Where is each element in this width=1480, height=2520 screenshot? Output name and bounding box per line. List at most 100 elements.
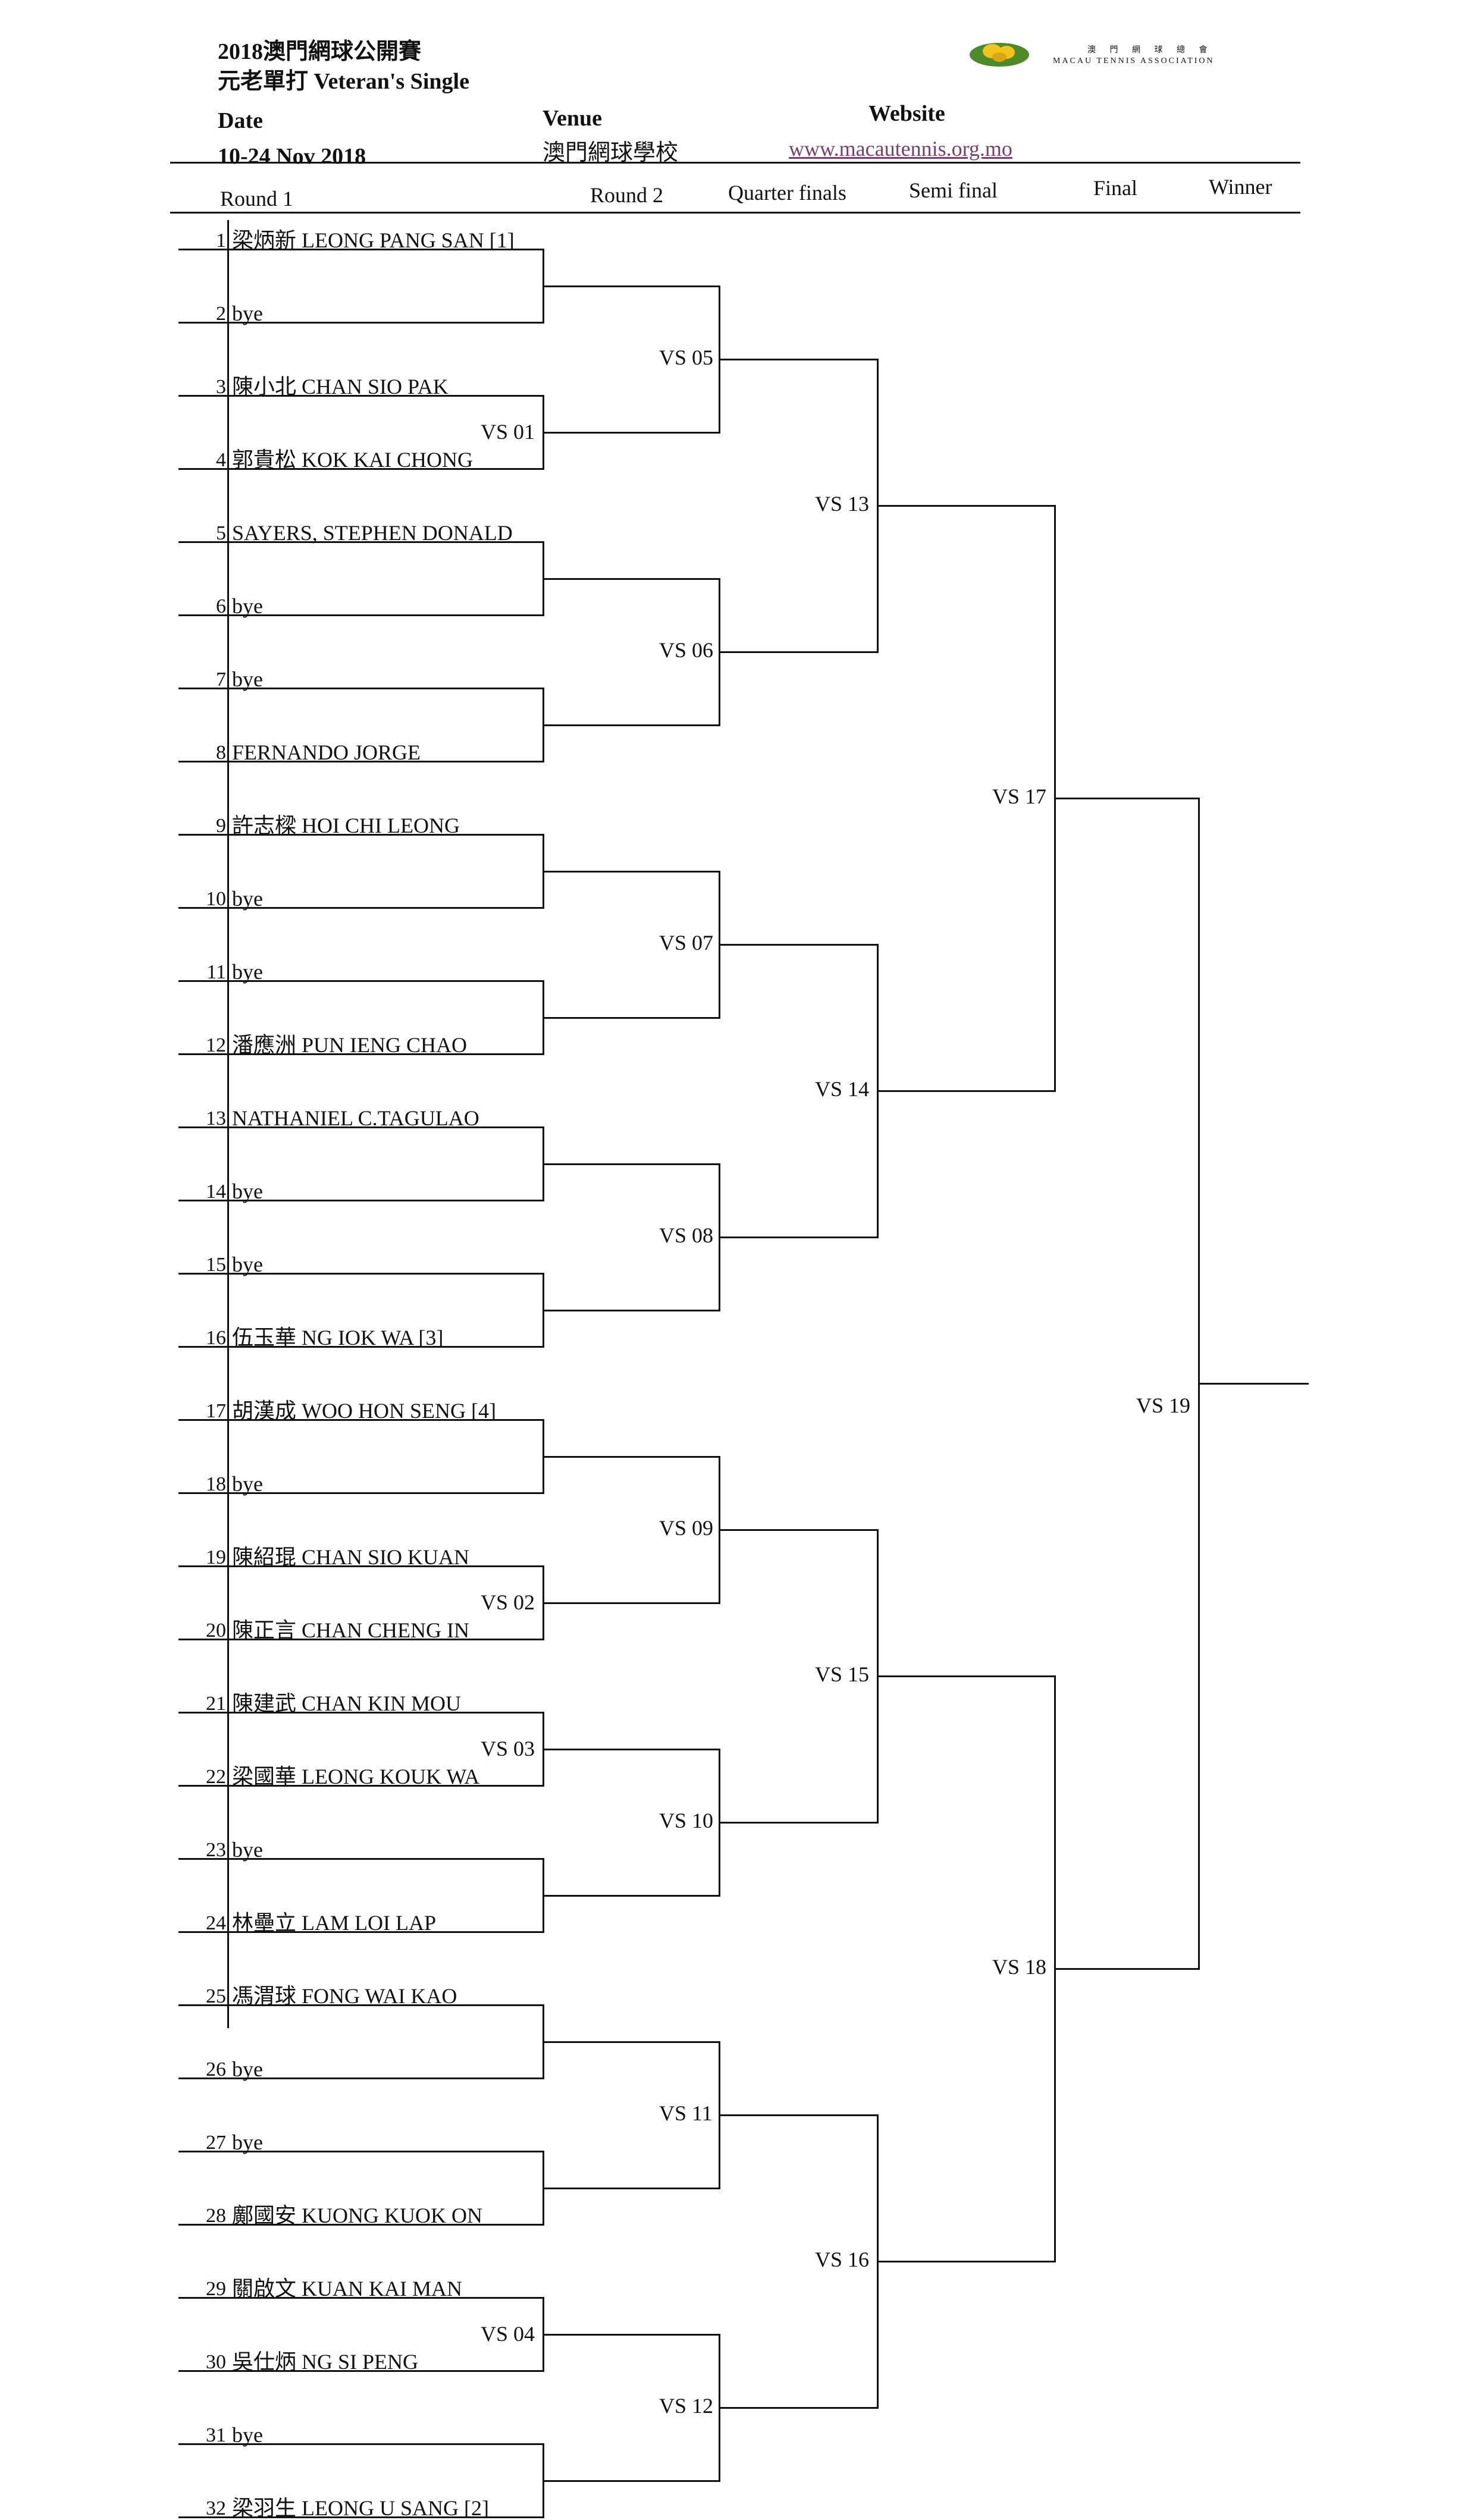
match-label-semi: VS 18 — [992, 1955, 1047, 1979]
player-seed-number: 20 — [206, 1620, 226, 1642]
quarter-line — [719, 2114, 877, 2116]
player-seed-number: 12 — [206, 1034, 226, 1056]
website-label: Website — [868, 101, 945, 126]
match-label-round1: VS 04 — [481, 2322, 535, 2346]
player-line — [178, 2077, 543, 2079]
player-name: 陳建武 CHAN KIN MOU — [232, 1691, 461, 1715]
column-header-final: Final — [1093, 176, 1138, 200]
player-seed-number: 31 — [206, 2424, 226, 2446]
date-label: Date — [218, 108, 263, 133]
quarter-line — [719, 1822, 877, 1824]
player-seed-number: 10 — [206, 888, 226, 910]
player-line — [178, 834, 543, 836]
player-name: 林壘立 LAM LOI LAP — [232, 1911, 436, 1935]
player-line — [178, 907, 543, 909]
player-name: 梁國華 LEONG KOUK WA — [232, 1765, 480, 1788]
match-label-round1: VS 01 — [481, 420, 535, 444]
header-rule-bottom — [170, 212, 1300, 214]
player-line — [178, 395, 543, 397]
player-name: 胡漢成 WOO HON SENG [4] — [232, 1399, 496, 1423]
player-seed-number: 22 — [206, 1766, 226, 1788]
player-line — [178, 688, 543, 689]
player-seed-number: 23 — [206, 1839, 226, 1861]
player-seed-number: 19 — [206, 1546, 226, 1568]
semi-line — [877, 1675, 1054, 1677]
player-name: 馮渭球 FONG WAI KAO — [232, 1984, 457, 2008]
player-line — [178, 1126, 543, 1128]
player-name: 伍玉華 NG IOK WA [3] — [232, 1326, 444, 1350]
venue-value: 澳門網球學校 — [543, 140, 679, 165]
player-line — [178, 1931, 543, 1933]
round2-line — [543, 432, 719, 434]
quarter-line — [719, 1237, 877, 1238]
match-label-quarter: VS 16 — [815, 2248, 870, 2271]
player-line — [178, 1712, 543, 1714]
player-seed-number: 21 — [206, 1693, 226, 1715]
round2-line — [543, 2334, 719, 2336]
player-name: FERNANDO JORGE — [232, 740, 421, 764]
player-seed-number: 15 — [206, 1254, 226, 1276]
player-name: 吳仕炳 NG SI PENG — [232, 2350, 419, 2374]
player-seed-number: 7 — [216, 669, 226, 691]
player-line — [178, 2151, 543, 2152]
player-name: 許志樑 HOI CHI LEONG — [232, 814, 460, 837]
semi-line — [877, 1090, 1054, 1092]
player-seed-number: 3 — [216, 376, 226, 398]
round2-line — [543, 1749, 719, 1750]
player-seed-number: 8 — [216, 742, 226, 764]
tennis-association-logo-icon — [968, 39, 1030, 68]
player-line — [178, 249, 543, 250]
player-seed-number: 9 — [216, 815, 226, 837]
draw-sheet: 2018澳門網球公開賽 元老單打 Veteran's Single Date 1… — [170, 39, 1309, 2519]
round2-line — [543, 2188, 719, 2189]
player-line — [178, 1200, 543, 1201]
final-line — [1054, 1968, 1198, 1970]
tournament-title: 2018澳門網球公開賽 — [218, 39, 422, 64]
match-label-round2: VS 11 — [659, 2101, 713, 2125]
round2-line — [543, 724, 719, 726]
player-seed-number: 17 — [206, 1400, 226, 1422]
match-label-round2: VS 06 — [659, 638, 714, 662]
round2-line — [543, 1163, 719, 1165]
player-name: 關啟文 KUAN KAI MAN — [232, 2277, 462, 2301]
player-name: 梁羽生 LEONG U SANG [2] — [232, 2496, 489, 2520]
player-seed-number: 32 — [206, 2497, 226, 2519]
match-label-round2: VS 09 — [659, 1516, 714, 1540]
player-seed-number: 16 — [206, 1327, 226, 1349]
player-name: bye — [232, 2057, 263, 2081]
player-line — [178, 1785, 543, 1787]
column-header-round1: Round 1 — [220, 187, 294, 211]
match-label-round1: VS 02 — [481, 1590, 535, 1614]
player-seed-number: 14 — [206, 1181, 226, 1203]
website-link[interactable]: www.macautennis.org.mo — [789, 137, 1012, 161]
player-line — [178, 1492, 543, 1494]
player-seed-number: 30 — [206, 2351, 226, 2373]
player-name: 陳紹琨 CHAN SIO KUAN — [232, 1545, 470, 1569]
player-seed-number: 1 — [216, 230, 226, 252]
player-line — [178, 1053, 543, 1055]
quarter-line — [719, 651, 877, 653]
player-line — [178, 2004, 543, 2006]
player-seed-number: 13 — [206, 1107, 226, 1129]
player-name: bye — [232, 594, 263, 618]
match-label-quarter: VS 15 — [815, 1662, 870, 1686]
player-name: NATHANIEL C.TAGULAO — [232, 1106, 479, 1130]
player-seed-number: 18 — [206, 1473, 226, 1495]
match-label-quarter: VS 14 — [815, 1077, 870, 1101]
player-seed-number: 2 — [216, 303, 226, 325]
round2-line — [543, 871, 719, 873]
player-name: bye — [232, 1253, 263, 1276]
player-line — [178, 468, 543, 470]
player-name: bye — [232, 2130, 263, 2154]
player-name: bye — [232, 960, 263, 984]
player-seed-number: 4 — [216, 449, 226, 471]
player-name: 梁炳新 LEONG PANG SAN [1] — [232, 228, 515, 252]
player-name: 陳小北 CHAN SIO PAK — [232, 375, 449, 398]
player-name: bye — [232, 1179, 263, 1203]
round2-line — [543, 285, 719, 287]
column-header-round2: Round 2 — [590, 183, 664, 207]
match-label-round1: VS 03 — [481, 1737, 535, 1760]
player-name: 鄺國安 KUONG KUOK ON — [232, 2204, 482, 2227]
semi-line — [877, 505, 1054, 507]
player-line — [178, 614, 543, 616]
